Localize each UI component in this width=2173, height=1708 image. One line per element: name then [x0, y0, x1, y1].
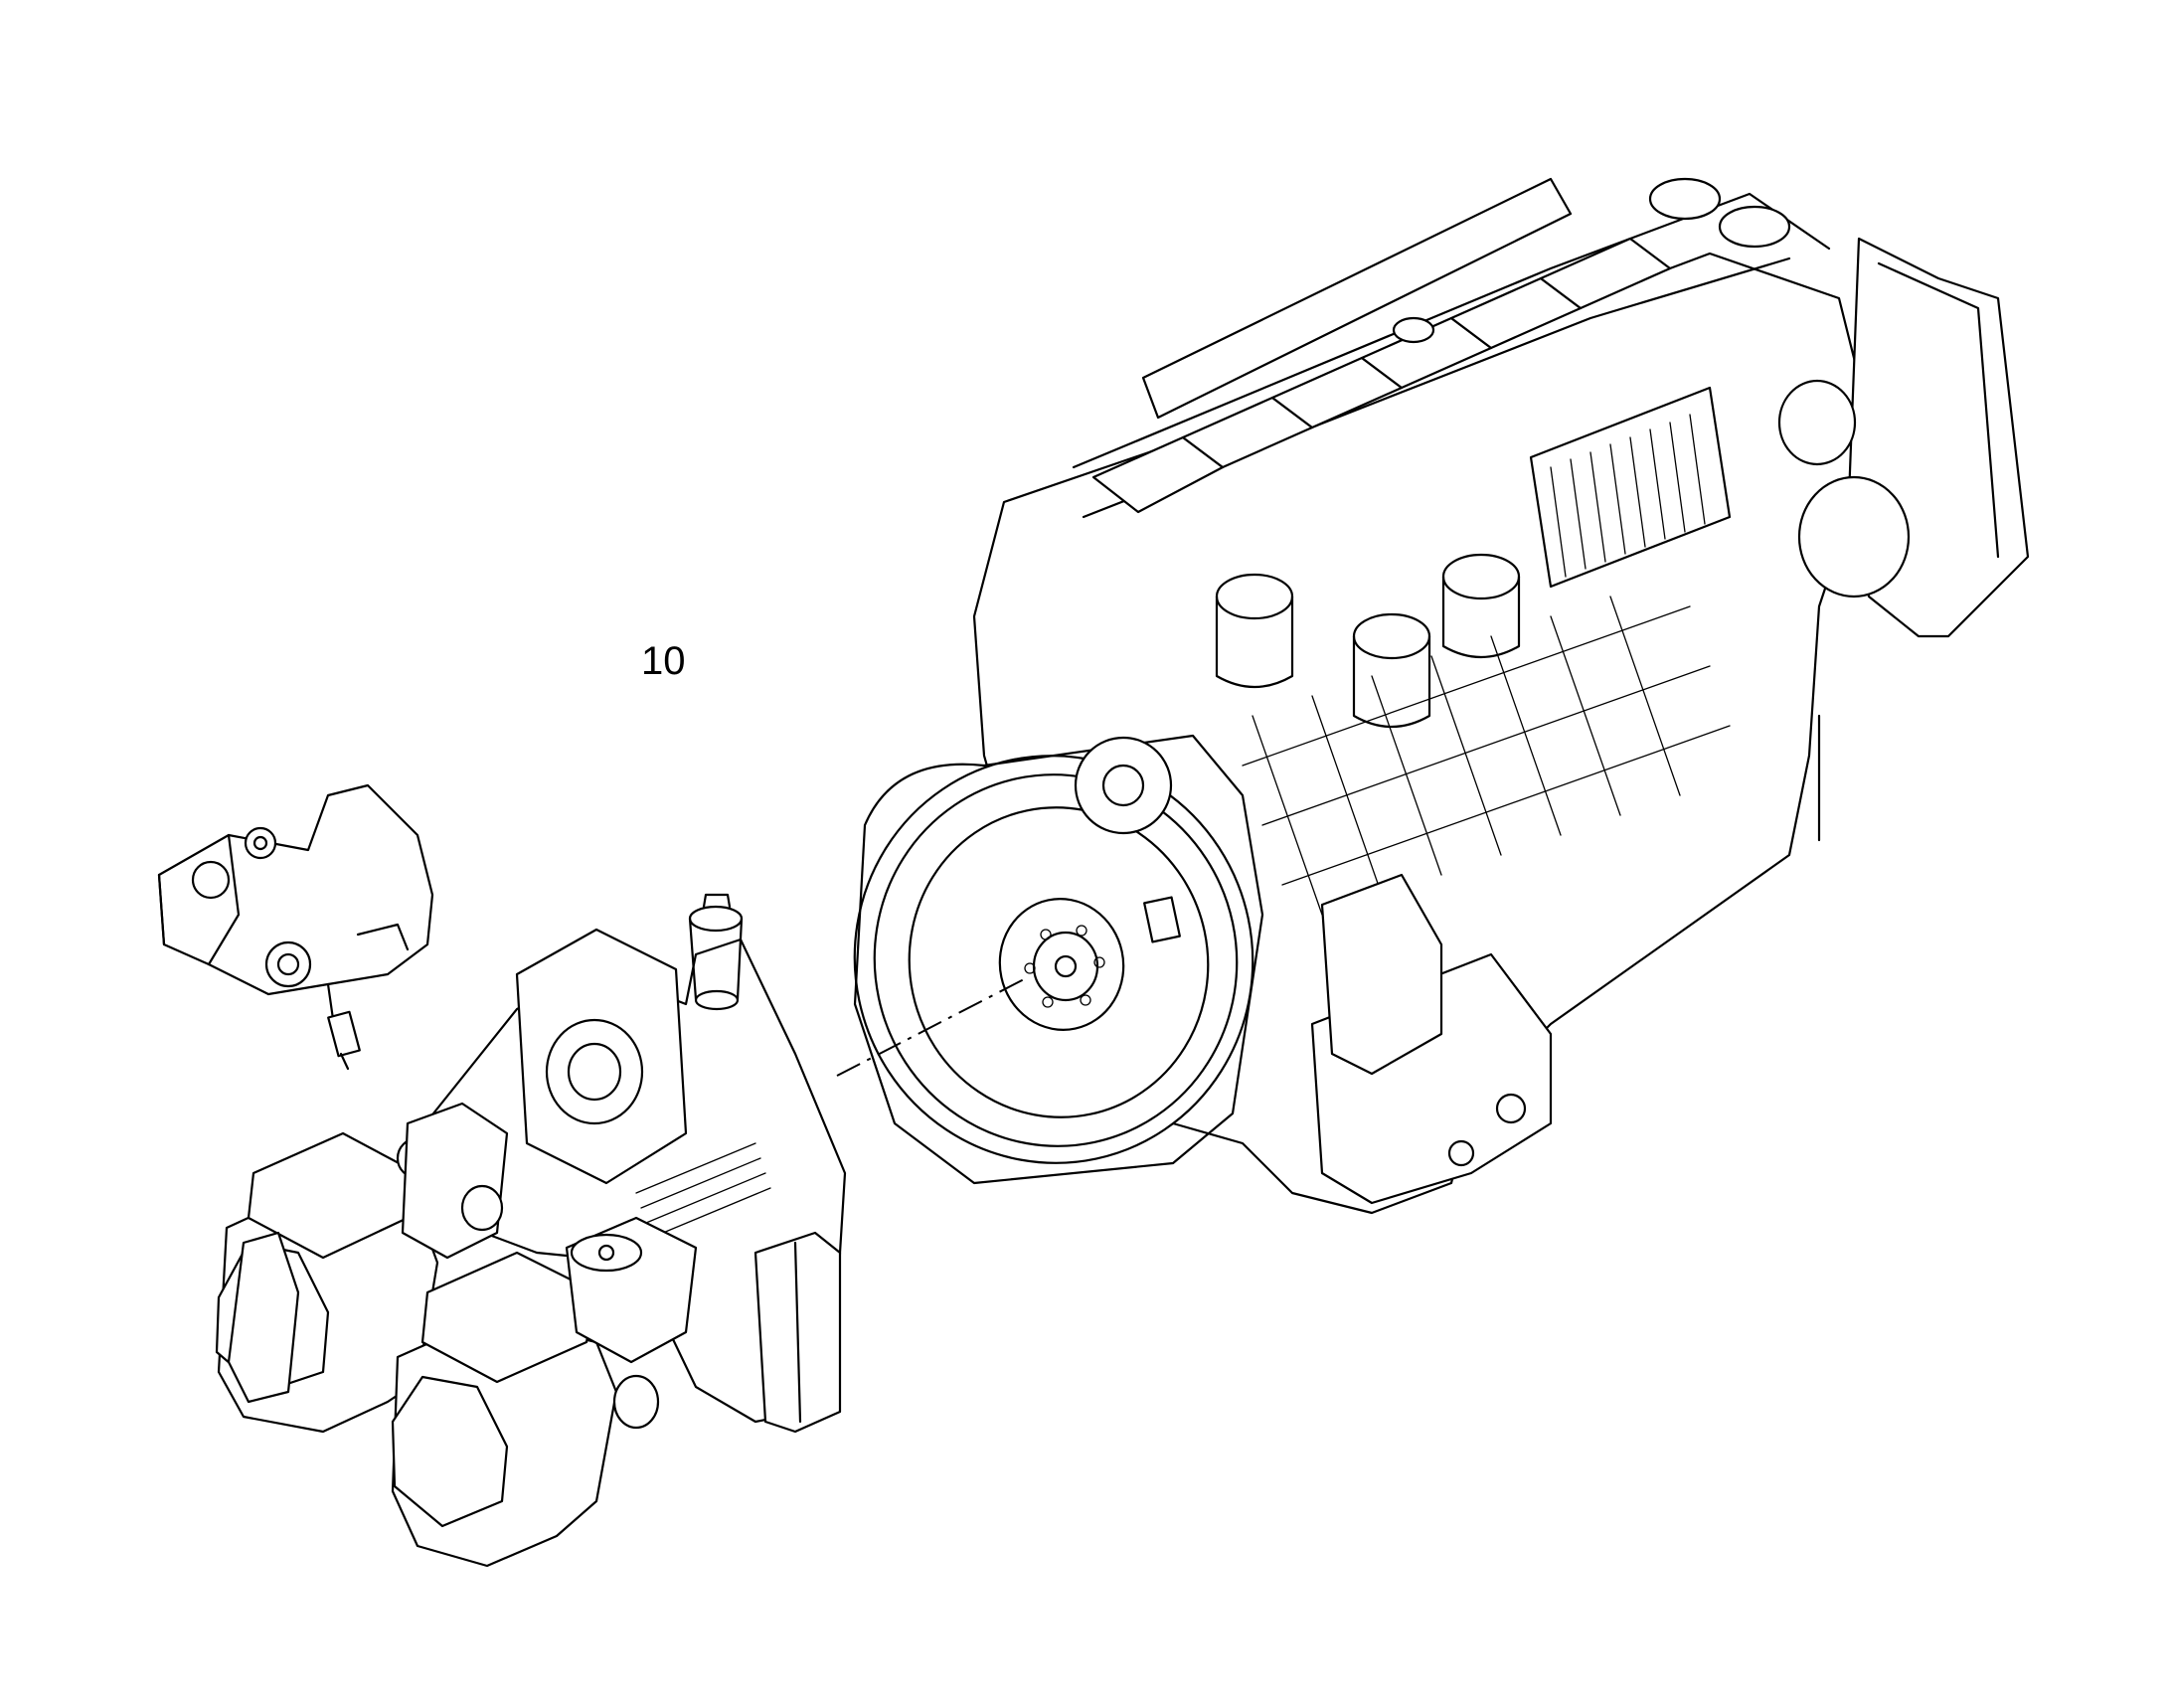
- item-callout-number: 10: [641, 639, 686, 683]
- block-ribs: [1242, 596, 1731, 916]
- control-valve-block: [157, 783, 434, 1071]
- flywheel: [853, 734, 1264, 1185]
- pump-end-cover: [227, 1231, 300, 1404]
- filter-canisters: [1215, 177, 1791, 729]
- assembly-centerline: [836, 976, 1029, 1077]
- fill-tube: [688, 893, 744, 1011]
- hydraulic-pump-lower: [391, 1216, 698, 1568]
- oil-cooler: [1529, 386, 1732, 589]
- pump-drive-gearbox: [416, 893, 847, 1434]
- flywheel-bolts: [1024, 925, 1105, 1008]
